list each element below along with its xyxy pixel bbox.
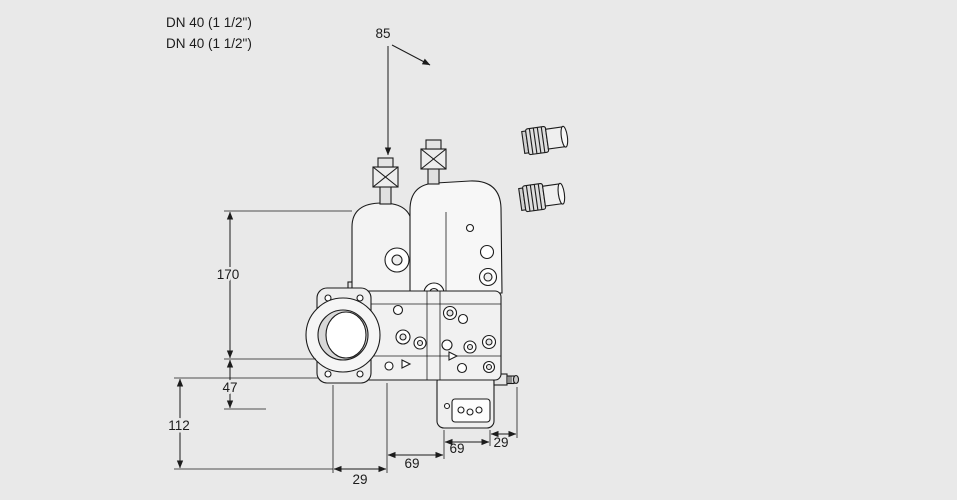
dim-112-label: 112 xyxy=(168,418,190,433)
extension-lines xyxy=(174,210,518,473)
dim-29-right-label: 29 xyxy=(493,435,508,450)
dimension-lines xyxy=(176,44,517,473)
double-solenoid-valve-drawing xyxy=(305,125,569,429)
flow-direction-arrow-icon xyxy=(401,359,412,369)
cable-plug-fitting-lower xyxy=(518,182,566,213)
connection-size-label-1: DN 40 (1 1/2") xyxy=(166,15,252,30)
inlet-flange xyxy=(305,287,381,384)
dim-47-label: 47 xyxy=(222,380,237,395)
connection-size-label-2: DN 40 (1 1/2") xyxy=(166,36,252,51)
solenoid-actuator-left xyxy=(351,157,413,294)
dim-170-label: 170 xyxy=(217,267,240,282)
dim-69-left-label: 69 xyxy=(404,456,419,471)
flow-direction-arrow-icon xyxy=(448,351,459,361)
solenoid-actuator-right xyxy=(409,139,503,294)
cable-plug-fitting-upper xyxy=(521,125,569,156)
dim-85-label: 85 xyxy=(375,26,390,41)
dim-29-left-label: 29 xyxy=(352,472,367,487)
dim-69-right-label: 69 xyxy=(449,441,464,456)
pressure-regulator-block xyxy=(436,373,520,429)
